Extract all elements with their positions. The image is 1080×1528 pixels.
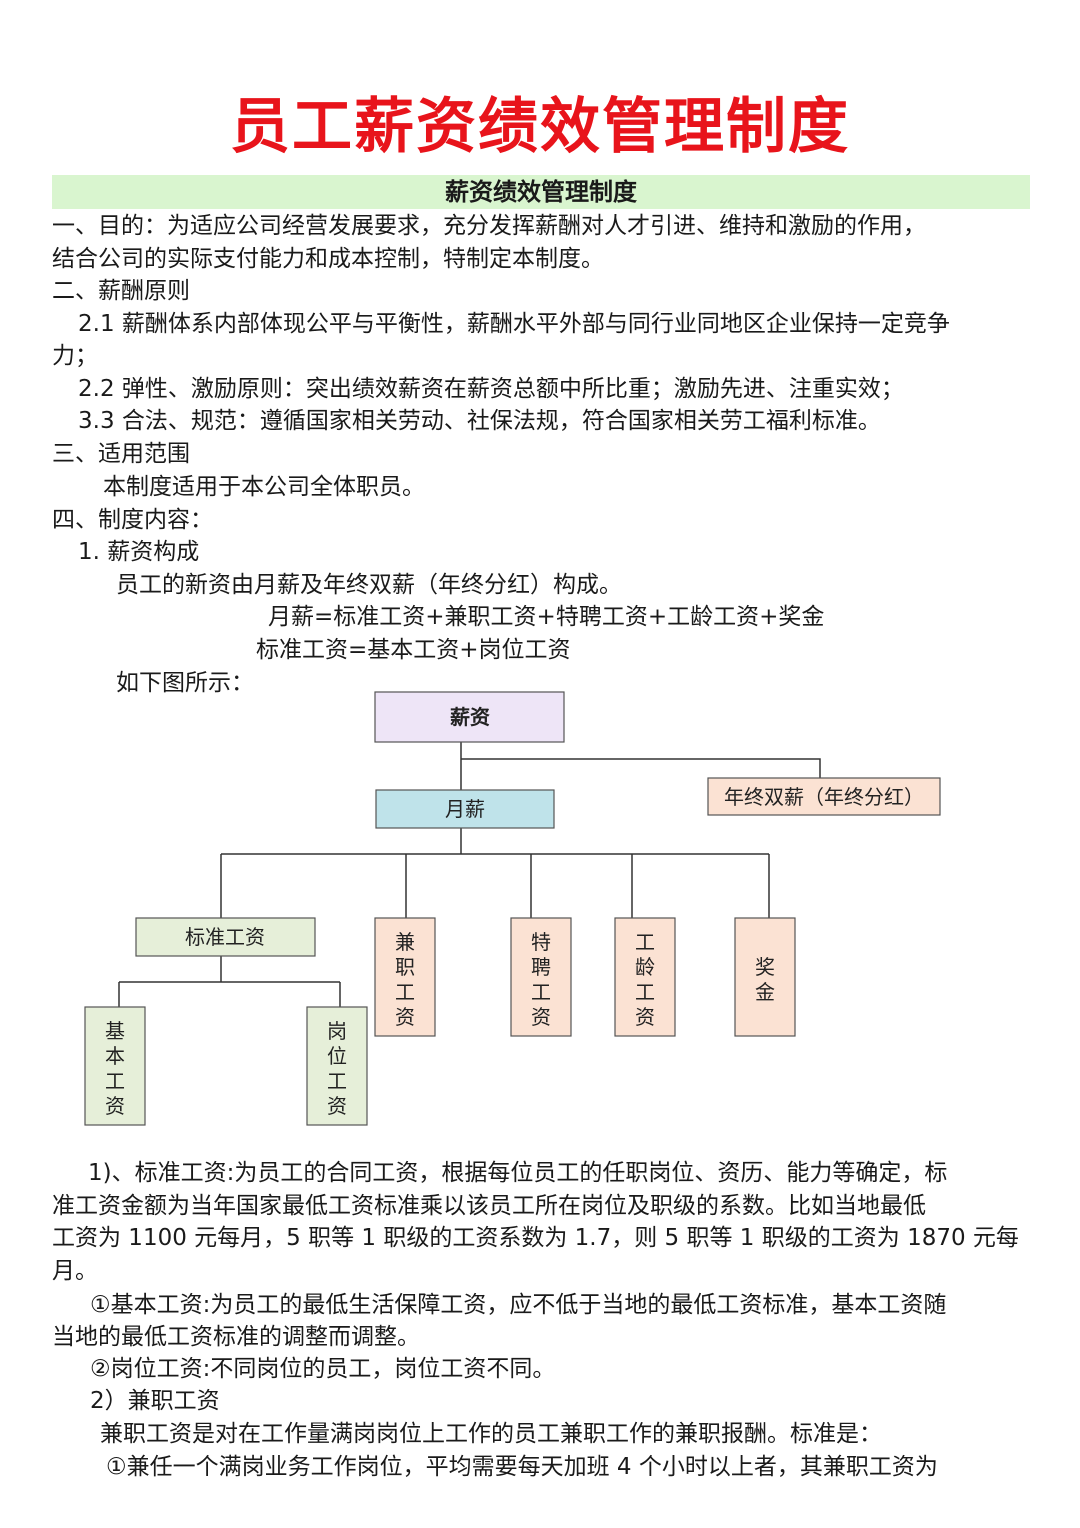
node-basic: 基 本 工 资 <box>84 1006 146 1126</box>
node-seniority-char: 工 <box>635 980 655 1004</box>
diagram-connectors <box>118 742 821 1007</box>
node-basic-char: 本 <box>105 1044 125 1068</box>
node-seniority-char: 龄 <box>635 955 655 979</box>
purpose-line-2: 结合公司的实际支付能力和成本控制，特制定本制度。 <box>52 246 604 272</box>
node-yearend-label: 年终双薪（年终分红） <box>724 785 924 809</box>
heading-principles: 二、薪酬原则 <box>52 278 190 304</box>
standard-wage-line-4: 月。 <box>52 1258 98 1284</box>
node-seniority: 工 龄 工 资 <box>614 917 676 1037</box>
node-parttime-char: 资 <box>395 1005 415 1029</box>
node-special-char: 工 <box>531 980 551 1004</box>
parttime-heading: 2）兼职工资 <box>90 1388 220 1414</box>
parttime-text: 兼职工资是对在工作量满岗岗位上工作的员工兼职工作的兼职报酬。标准是： <box>100 1421 882 1447</box>
node-salary: 薪资 <box>374 691 565 743</box>
node-seniority-char: 资 <box>635 1005 655 1029</box>
purpose-line-1: 一、目的：为适应公司经营发展要求，充分发挥薪酬对人才引进、维持和激励的作用， <box>52 213 926 239</box>
formula-standard: 标准工资=基本工资+岗位工资 <box>256 637 571 663</box>
node-yearend: 年终双薪（年终分红） <box>707 777 941 816</box>
post-wage-text: ②岗位工资:不同岗位的员工，岗位工资不同。 <box>90 1356 556 1382</box>
node-standard: 标准工资 <box>135 917 316 957</box>
node-standard-label: 标准工资 <box>185 925 265 949</box>
heading-scope: 三、适用范围 <box>52 441 190 467</box>
node-post-char: 位 <box>327 1044 347 1068</box>
node-post-char: 岗 <box>327 1019 347 1043</box>
node-bonus-char: 金 <box>755 980 775 1004</box>
node-post: 岗 位 工 资 <box>306 1006 368 1126</box>
basic-wage-line-2: 当地的最低工资标准的调整而调整。 <box>52 1324 420 1350</box>
parttime-rule-1: ①兼任一个满岗业务工作岗位，平均需要每天加班 4 个小时以上者，其兼职工资为 <box>106 1454 938 1480</box>
standard-wage-line-1: 1)、标准工资:为员工的合同工资，根据每位员工的任职岗位、资历、能力等确定，标 <box>88 1160 948 1186</box>
standard-wage-line-3: 工资为 1100 元每月，5 职等 1 职级的工资系数为 1.7，则 5 职等 … <box>52 1225 1019 1251</box>
node-monthly: 月薪 <box>375 789 555 829</box>
node-special-char: 资 <box>531 1005 551 1029</box>
standard-wage-line-2: 准工资金额为当年国家最低工资标准乘以该员工所在岗位及职级的系数。比如当地最低 <box>52 1193 926 1219</box>
node-monthly-label: 月薪 <box>445 797 485 821</box>
page-title: 员工薪资绩效管理制度 <box>230 92 850 162</box>
node-post-char: 工 <box>327 1069 347 1093</box>
principle-2-1-line-2: 力； <box>52 343 98 369</box>
principle-2-2: 2.2 弹性、激励原则：突出绩效薪资在薪资总额中所比重；激励先进、注重实效； <box>78 376 904 402</box>
node-salary-label: 薪资 <box>450 705 490 729</box>
formula-monthly: 月薪=标准工资+兼职工资+特聘工资+工龄工资+奖金 <box>268 604 825 630</box>
node-parttime: 兼 职 工 资 <box>374 917 436 1037</box>
node-special-char: 特 <box>531 930 551 954</box>
basic-wage-line-1: ①基本工资:为员工的最低生活保障工资，应不低于当地的最低工资标准，基本工资随 <box>90 1292 947 1318</box>
node-special-char: 聘 <box>531 955 551 979</box>
node-basic-char: 资 <box>105 1094 125 1118</box>
principle-3-3: 3.3 合法、规范：遵循国家相关劳动、社保法规，符合国家相关劳工福利标准。 <box>78 408 881 434</box>
node-bonus-char: 奖 <box>755 955 775 979</box>
heading-content: 四、制度内容： <box>52 507 213 533</box>
node-parttime-char: 职 <box>395 955 415 979</box>
node-basic-char: 工 <box>105 1069 125 1093</box>
scope-text: 本制度适用于本公司全体职员。 <box>103 474 425 500</box>
principle-2-1-line-1: 2.1 薪酬体系内部体现公平与平衡性，薪酬水平外部与同行业同地区企业保持一定竞争 <box>78 311 950 337</box>
salary-structure-text: 员工的新资由月薪及年终双薪（年终分红）构成。 <box>116 572 622 598</box>
section-salary-structure: 1. 薪资构成 <box>78 539 200 565</box>
diagram-intro: 如下图所示： <box>116 670 254 696</box>
node-special: 特 聘 工 资 <box>510 917 572 1037</box>
node-bonus: 奖 金 <box>734 917 796 1037</box>
node-parttime-char: 工 <box>395 980 415 1004</box>
node-seniority-char: 工 <box>635 930 655 954</box>
node-parttime-char: 兼 <box>395 930 415 954</box>
node-post-char: 资 <box>327 1094 347 1118</box>
node-basic-char: 基 <box>105 1019 125 1043</box>
section-subtitle: 薪资绩效管理制度 <box>52 175 1030 209</box>
